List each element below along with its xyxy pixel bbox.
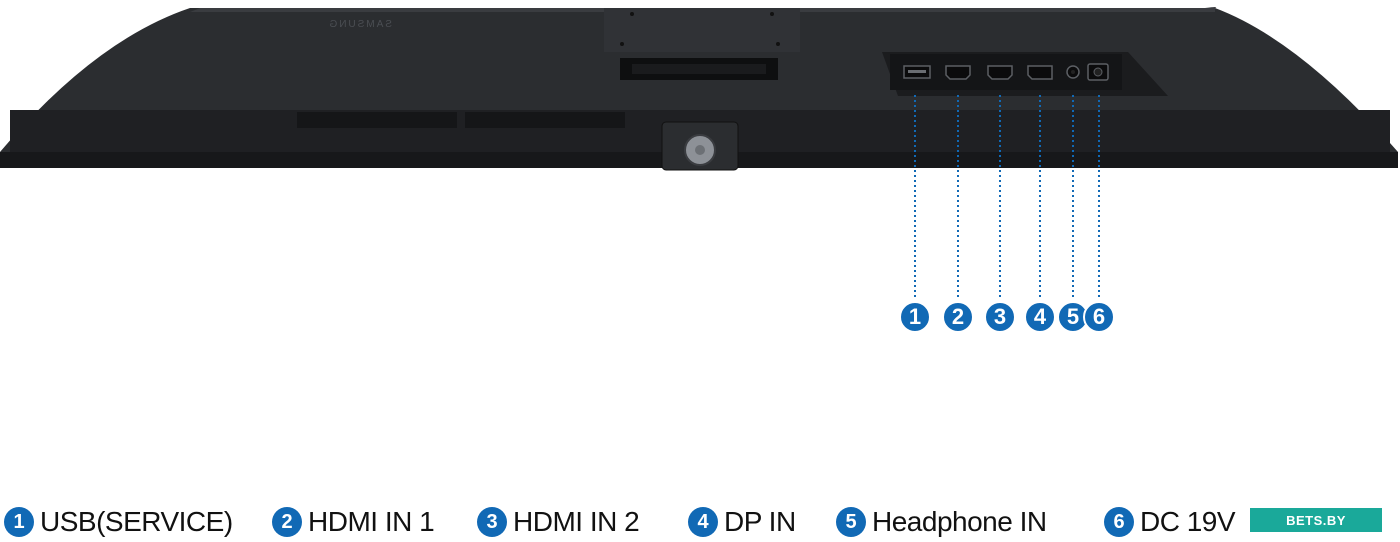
- hdmi-port-icon: [945, 65, 971, 80]
- vent-grille-right: [465, 112, 625, 128]
- legend-item-dp-in: 4 DP IN: [688, 506, 796, 538]
- legend-item-hdmi-in-2: 3 HDMI IN 2: [477, 506, 640, 538]
- leader-lines: [914, 95, 1100, 300]
- callout-1: 1: [899, 301, 931, 333]
- legend-label: DC 19V: [1140, 506, 1236, 537]
- legend-number: 2: [272, 507, 302, 537]
- legend-label: HDMI IN 2: [513, 506, 640, 537]
- vesa-screw: [776, 42, 780, 46]
- legend-item-usb-service: 1 USB(SERVICE): [4, 506, 233, 538]
- legend-number: 5: [836, 507, 866, 537]
- monitor-bottom-view: SAMSUNG: [0, 7, 1398, 300]
- brand-mark: SAMSUNG: [327, 19, 392, 30]
- legend-label: DP IN: [724, 506, 796, 537]
- callout-2: 2: [942, 301, 974, 333]
- legend-item-headphone-in: 5 Headphone IN: [836, 506, 1047, 538]
- hdmi-port-icon: [987, 65, 1013, 80]
- legend-number: 4: [688, 507, 718, 537]
- displayport-icon: [1027, 65, 1053, 80]
- vent-grille-left: [297, 112, 457, 128]
- vesa-plate: [604, 8, 800, 52]
- callout-4: 4: [1024, 301, 1056, 333]
- legend-item-dc-19v: 6 DC 19V: [1104, 506, 1236, 538]
- vesa-screw: [620, 42, 624, 46]
- legend-number: 6: [1104, 507, 1134, 537]
- callout-3: 3: [984, 301, 1016, 333]
- watermark-badge: BETS.BY: [1250, 508, 1382, 532]
- legend-label: USB(SERVICE): [40, 506, 233, 537]
- vesa-screw: [770, 12, 774, 16]
- legend-label: HDMI IN 1: [308, 506, 435, 537]
- vesa-screw: [630, 12, 634, 16]
- stand-slot-inner: [632, 64, 766, 74]
- legend-label: Headphone IN: [872, 506, 1047, 537]
- port-legend: 1 USB(SERVICE) 2 HDMI IN 1 3 HDMI IN 2 4…: [0, 500, 1400, 542]
- callout-6: 6: [1083, 301, 1115, 333]
- legend-number: 3: [477, 507, 507, 537]
- legend-number: 1: [4, 507, 34, 537]
- legend-item-hdmi-in-1: 2 HDMI IN 1: [272, 506, 435, 538]
